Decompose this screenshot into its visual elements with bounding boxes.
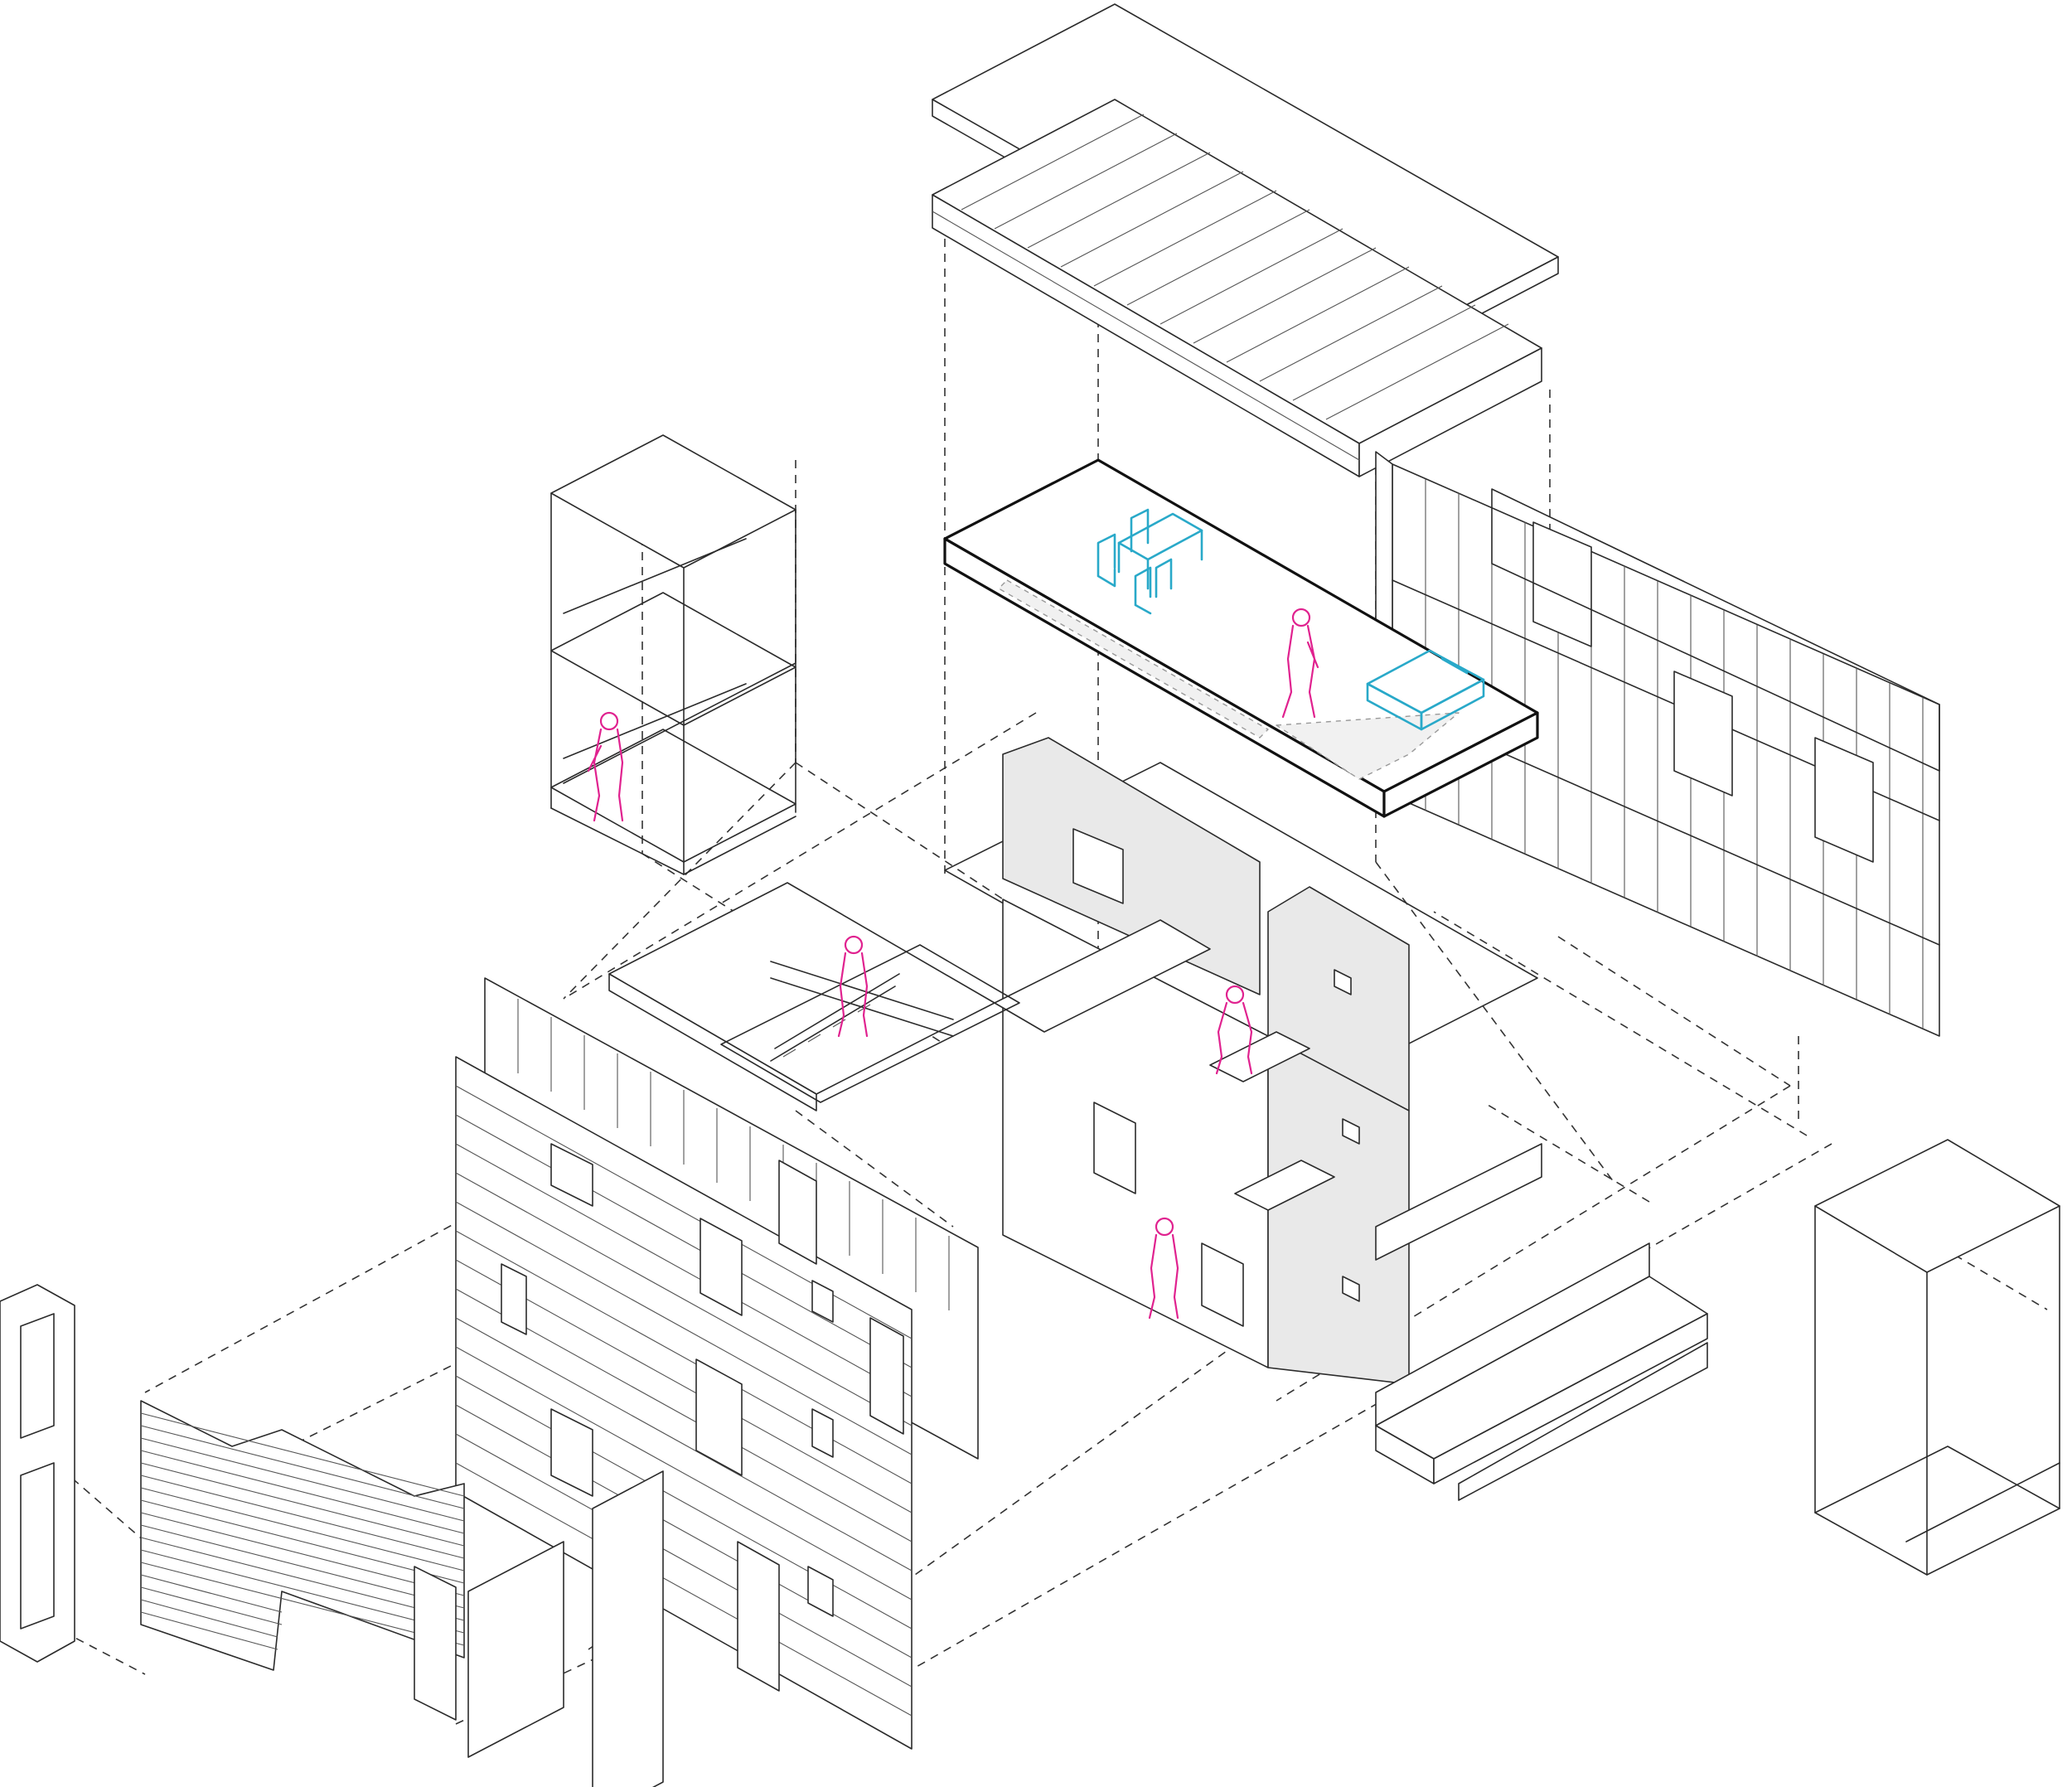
door-panel xyxy=(0,1284,75,1663)
front-facade xyxy=(455,977,979,1750)
screen-slats xyxy=(140,1412,465,1650)
person-icon xyxy=(1215,985,1253,1075)
person-icon xyxy=(837,935,869,1038)
table-chairs-icon xyxy=(1097,508,1203,615)
person-icon xyxy=(1281,608,1319,719)
rear-facade-studs xyxy=(1392,479,1940,1029)
entry-screen xyxy=(140,1400,664,1787)
front-facade-studs xyxy=(517,999,950,1310)
bed-icon xyxy=(1366,649,1485,731)
person-icon xyxy=(1148,1217,1179,1320)
mezzanine xyxy=(608,882,1020,1111)
core-volume xyxy=(944,737,1708,1501)
front-facade-windows xyxy=(501,1143,904,1692)
upper-floor xyxy=(943,458,1539,818)
side-frame xyxy=(1814,1139,2060,1576)
stair-tower xyxy=(550,434,796,875)
roof-joists xyxy=(932,114,1509,461)
base-slab xyxy=(1375,1276,1708,1484)
mezzanine-stair xyxy=(770,961,954,1062)
front-facade-siding xyxy=(455,1085,913,1717)
person-figures xyxy=(587,608,1319,1320)
rear-facade xyxy=(1375,451,1940,1037)
roof-assembly xyxy=(932,3,1559,477)
person-icon xyxy=(587,711,624,822)
